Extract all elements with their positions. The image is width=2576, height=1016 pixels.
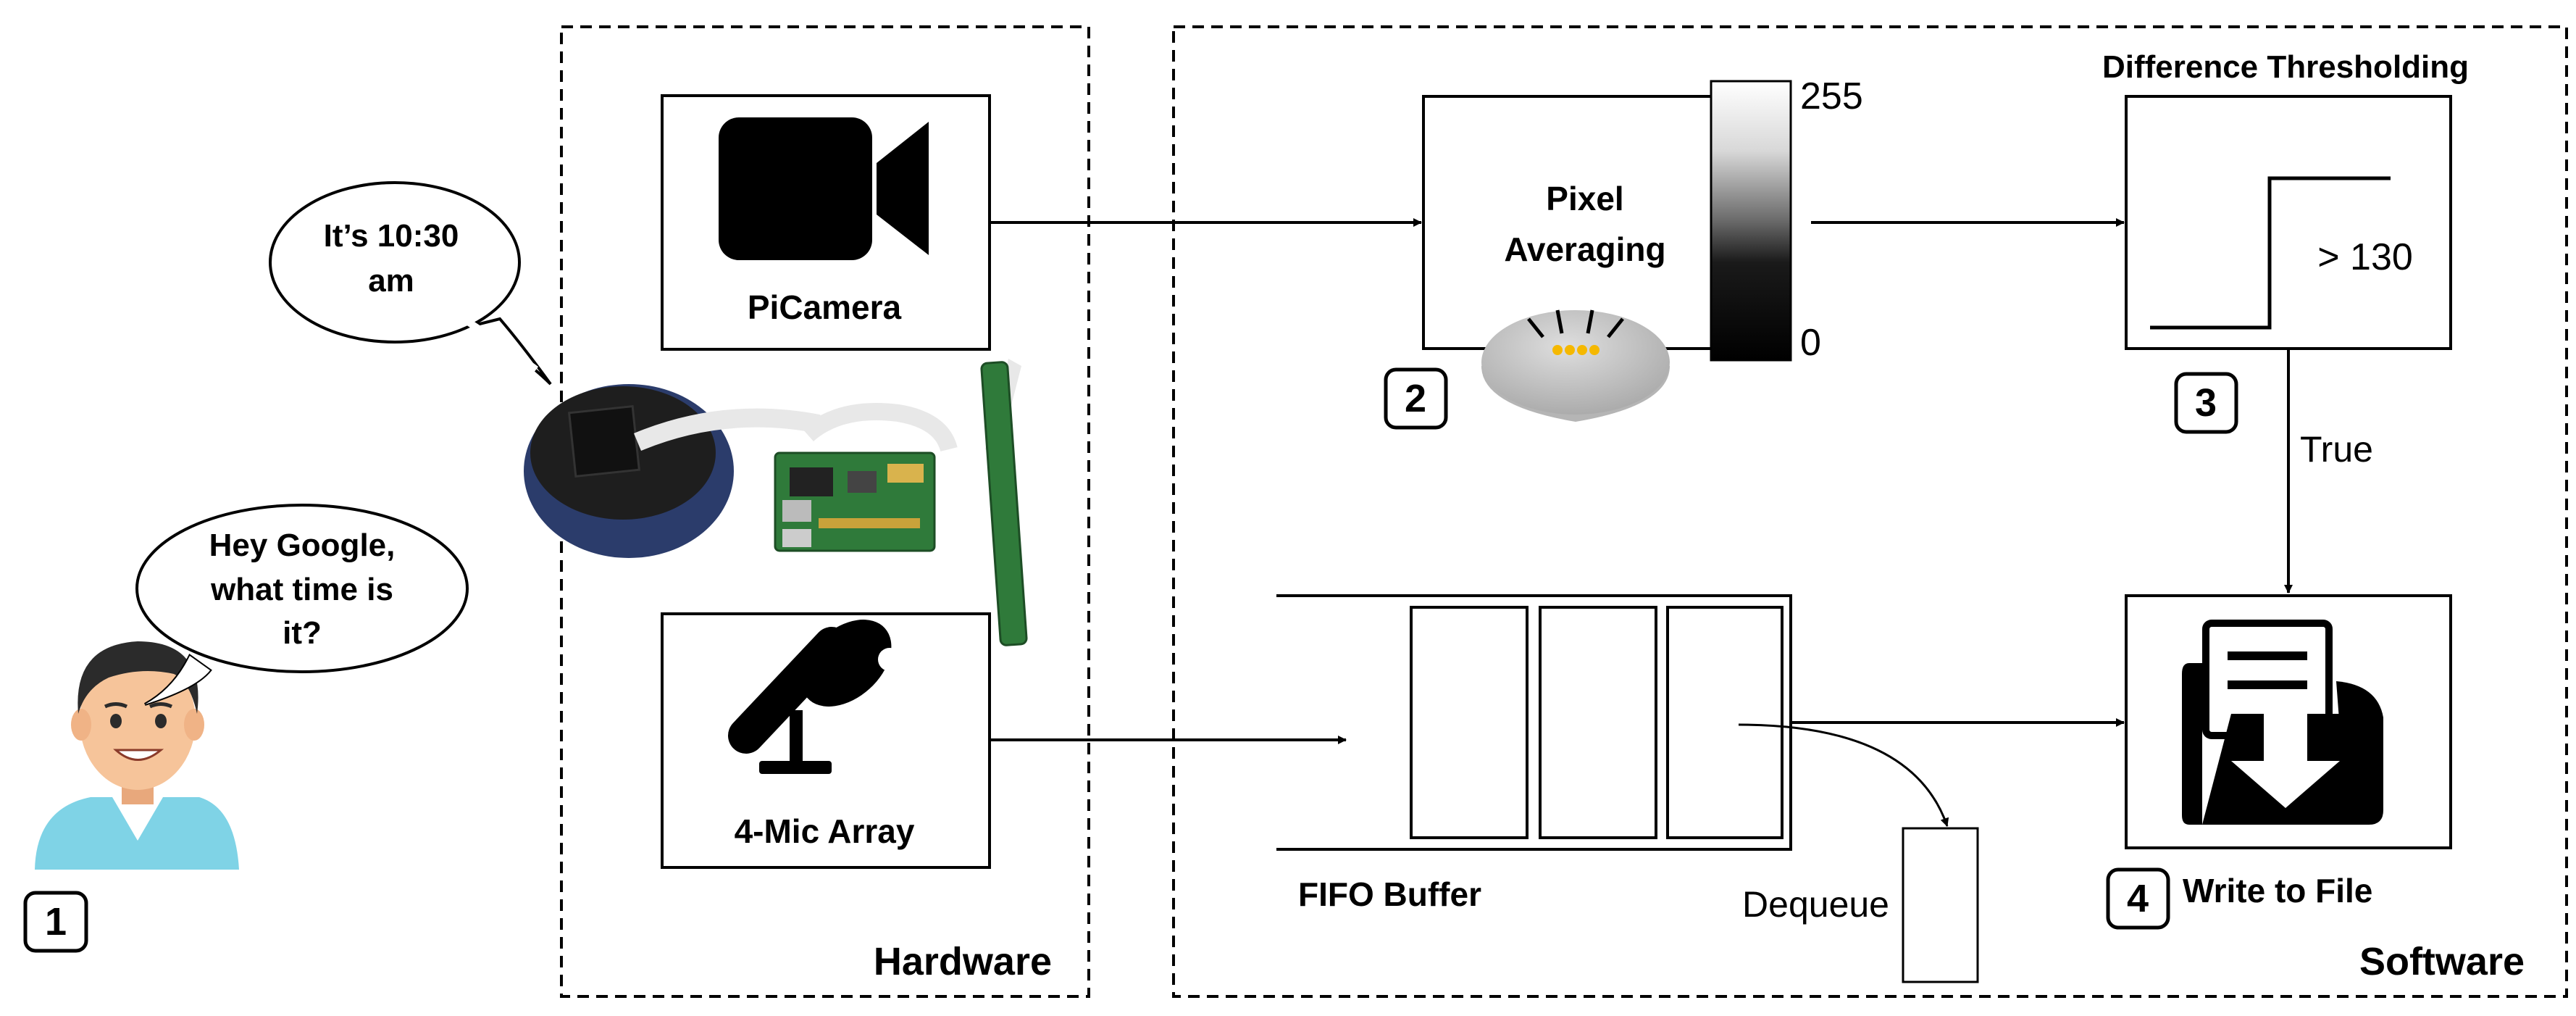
user-avatar bbox=[35, 641, 239, 870]
prompt-line-1: Hey Google, bbox=[209, 528, 396, 563]
mic-array-box: 4-Mic Array bbox=[661, 612, 991, 869]
threshold-value: > 130 bbox=[2317, 236, 2413, 278]
write-to-file-box bbox=[2125, 594, 2452, 849]
pixel-averaging-box: Pixel Averaging bbox=[1422, 95, 1726, 350]
svg-text:4: 4 bbox=[2127, 877, 2149, 920]
svg-text:2: 2 bbox=[1405, 377, 1426, 420]
software-label: Software bbox=[2359, 940, 2525, 983]
hardware-label: Hardware bbox=[874, 940, 1052, 983]
folder-download-icon bbox=[2182, 620, 2383, 825]
video-camera-icon bbox=[719, 117, 929, 260]
threshold-title: Difference Thresholding bbox=[2102, 49, 2469, 85]
hardware-device-photo bbox=[524, 359, 1028, 646]
buffer-slot bbox=[1539, 606, 1657, 839]
software-panel bbox=[1172, 25, 2568, 998]
fifo-buffer bbox=[1276, 594, 1792, 851]
microphone-icon bbox=[728, 620, 901, 774]
buffer-slot bbox=[1410, 606, 1529, 839]
grayscale-scale-bar: 255 0 bbox=[1710, 75, 1863, 364]
dequeue-label: Dequeue bbox=[1742, 884, 1889, 925]
write-to-file-label: Write to File bbox=[2183, 872, 2372, 909]
reply-speech-bubble: It’s 10:30 am bbox=[269, 181, 552, 386]
svg-text:1: 1 bbox=[45, 900, 67, 944]
step-function-line bbox=[2150, 176, 2391, 330]
dequeue-slot bbox=[1902, 827, 1979, 983]
pixel-averaging-line-1: Pixel bbox=[1546, 180, 1623, 217]
buffer-slot bbox=[1666, 606, 1783, 839]
step-badge-3: 3 bbox=[2174, 372, 2238, 434]
fifo-label: FIFO Buffer bbox=[1298, 875, 1481, 913]
picamera-box: PiCamera bbox=[661, 94, 991, 351]
reply-line-1: It’s 10:30 bbox=[324, 218, 459, 254]
prompt-line-2: what time is bbox=[210, 572, 393, 607]
svg-text:3: 3 bbox=[2195, 381, 2217, 425]
scale-max-label: 255 bbox=[1800, 75, 1863, 117]
user-speech-bubble: Hey Google, what time is it? bbox=[135, 504, 469, 706]
mic-array-label: 4-Mic Array bbox=[735, 812, 915, 850]
pixel-averaging-line-2: Averaging bbox=[1504, 230, 1665, 268]
scale-min-label: 0 bbox=[1800, 322, 1821, 364]
threshold-box: > 130 bbox=[2125, 95, 2452, 350]
prompt-line-3: it? bbox=[283, 615, 322, 651]
arrow-dequeue bbox=[1738, 723, 1949, 827]
step-badge-1: 1 bbox=[23, 891, 88, 953]
true-label: True bbox=[2300, 429, 2373, 470]
smart-speaker-icon bbox=[1481, 309, 1670, 422]
reply-line-2: am bbox=[368, 263, 414, 299]
picamera-label: PiCamera bbox=[748, 288, 902, 326]
step-badge-4: 4 bbox=[2106, 867, 2170, 930]
step-badge-2: 2 bbox=[1384, 367, 1448, 430]
